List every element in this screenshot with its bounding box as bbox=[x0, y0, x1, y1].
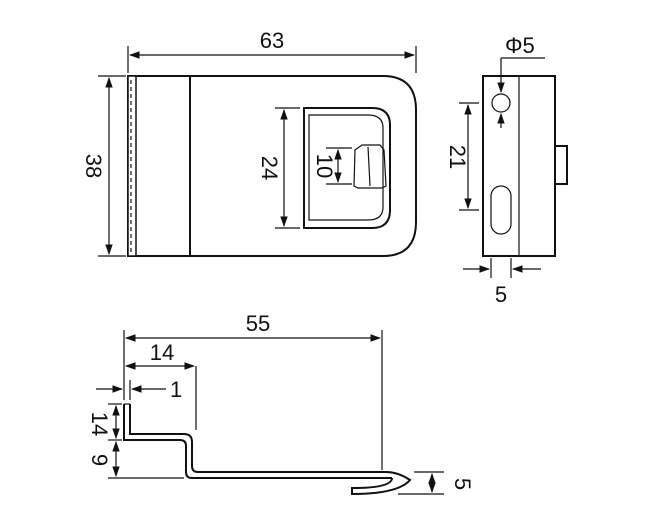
dim-hole-phi5: Φ5 bbox=[497, 33, 545, 128]
dim-gap-label: 1 bbox=[170, 377, 182, 402]
front-hinge-strip bbox=[127, 75, 137, 257]
front-tab-line bbox=[367, 146, 371, 187]
dim-tab-10: 10 bbox=[312, 147, 352, 185]
dim-spacing-21: 21 bbox=[445, 102, 479, 211]
bracket-profile-inner bbox=[129, 404, 386, 473]
dim-offset-label: 14 bbox=[150, 340, 174, 365]
front-slot-outline bbox=[303, 107, 391, 229]
dim-spacing-label: 21 bbox=[445, 145, 470, 169]
side-nub bbox=[554, 145, 568, 185]
dim-hole-label: Φ5 bbox=[505, 33, 535, 58]
bracket-profile bbox=[123, 404, 392, 479]
dim-lip-5: 5 bbox=[398, 471, 475, 495]
dim-gap-1: 1 bbox=[96, 377, 182, 402]
dim-height-38: 38 bbox=[81, 75, 126, 257]
dim-slot-24: 24 bbox=[257, 107, 300, 229]
dim-offset-14: 14 bbox=[124, 340, 196, 370]
dim-thickness-5: 5 bbox=[463, 258, 541, 307]
dim-upper-14: 14 bbox=[87, 403, 122, 441]
front-body-outline bbox=[127, 75, 417, 257]
bracket-lip bbox=[351, 471, 412, 496]
dim-length-label: 55 bbox=[246, 311, 270, 336]
side-view bbox=[482, 75, 568, 257]
side-hole bbox=[491, 93, 511, 113]
dim-width-63: 63 bbox=[127, 28, 417, 73]
dim-length-55: 55 bbox=[124, 311, 382, 342]
bottom-view bbox=[123, 403, 412, 496]
dim-lower-9: 9 bbox=[87, 440, 184, 479]
dim-tab-label: 10 bbox=[312, 154, 337, 178]
dim-lower-label: 9 bbox=[87, 454, 112, 466]
dim-lip-label: 5 bbox=[450, 478, 475, 490]
dim-width-label: 63 bbox=[260, 28, 284, 53]
side-slot bbox=[490, 185, 512, 235]
front-tab bbox=[353, 144, 387, 189]
dim-slot-label: 24 bbox=[257, 156, 282, 180]
dim-upper-label: 14 bbox=[87, 412, 112, 436]
dim-thickness-label: 5 bbox=[495, 282, 507, 307]
front-slot-inner bbox=[308, 114, 384, 221]
front-view bbox=[127, 75, 417, 257]
dim-height-label: 38 bbox=[81, 154, 106, 178]
